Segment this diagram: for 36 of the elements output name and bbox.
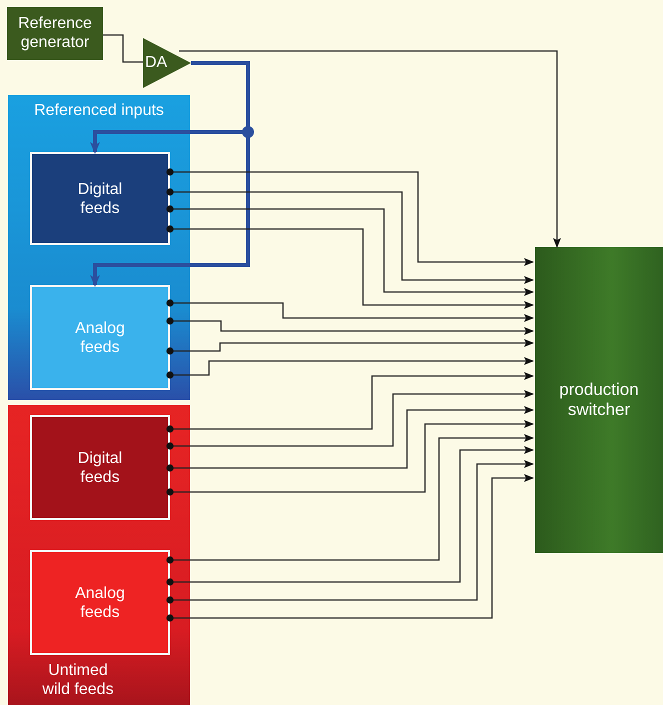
signal-arrow bbox=[166, 168, 534, 266]
switcher-box bbox=[535, 247, 663, 553]
signal-arrow bbox=[166, 406, 534, 472]
signal-arrow bbox=[166, 474, 534, 622]
feed-box bbox=[30, 152, 170, 245]
signal-arrow bbox=[166, 434, 534, 564]
signal-arrow bbox=[166, 446, 534, 586]
group-panel bbox=[8, 95, 190, 400]
node-label: production switcher bbox=[558, 380, 640, 420]
feed-box bbox=[30, 415, 170, 520]
node-label: Reference generator bbox=[17, 14, 93, 52]
signal-arrow bbox=[166, 339, 534, 355]
feed-box bbox=[30, 550, 170, 655]
connector-line bbox=[103, 34, 143, 63]
node-label: Digital feeds bbox=[76, 180, 124, 218]
signal-arrow bbox=[166, 372, 534, 433]
signal-arrow bbox=[179, 50, 561, 248]
signal-arrow bbox=[166, 460, 534, 604]
signal-arrow bbox=[166, 390, 534, 450]
node-label: Digital feeds bbox=[76, 448, 124, 486]
signal-arrow bbox=[166, 188, 534, 284]
signal-arrow bbox=[166, 357, 534, 379]
signal-arrow bbox=[166, 317, 534, 335]
feed-box bbox=[30, 285, 170, 390]
node-label: Analog feeds bbox=[74, 584, 126, 622]
group-heading: Untimed wild feeds bbox=[41, 661, 115, 699]
group-heading: Referenced inputs bbox=[33, 101, 165, 120]
generator-box bbox=[7, 7, 103, 60]
signal-arrow bbox=[166, 205, 534, 296]
amplifier-triangle bbox=[143, 38, 191, 88]
signal-arrow bbox=[166, 225, 534, 309]
node-label: Analog feeds bbox=[74, 318, 126, 356]
group-panel bbox=[8, 405, 190, 705]
node-label: DA bbox=[145, 53, 168, 72]
signal-arrow bbox=[166, 420, 534, 496]
signal-arrow bbox=[166, 299, 534, 322]
